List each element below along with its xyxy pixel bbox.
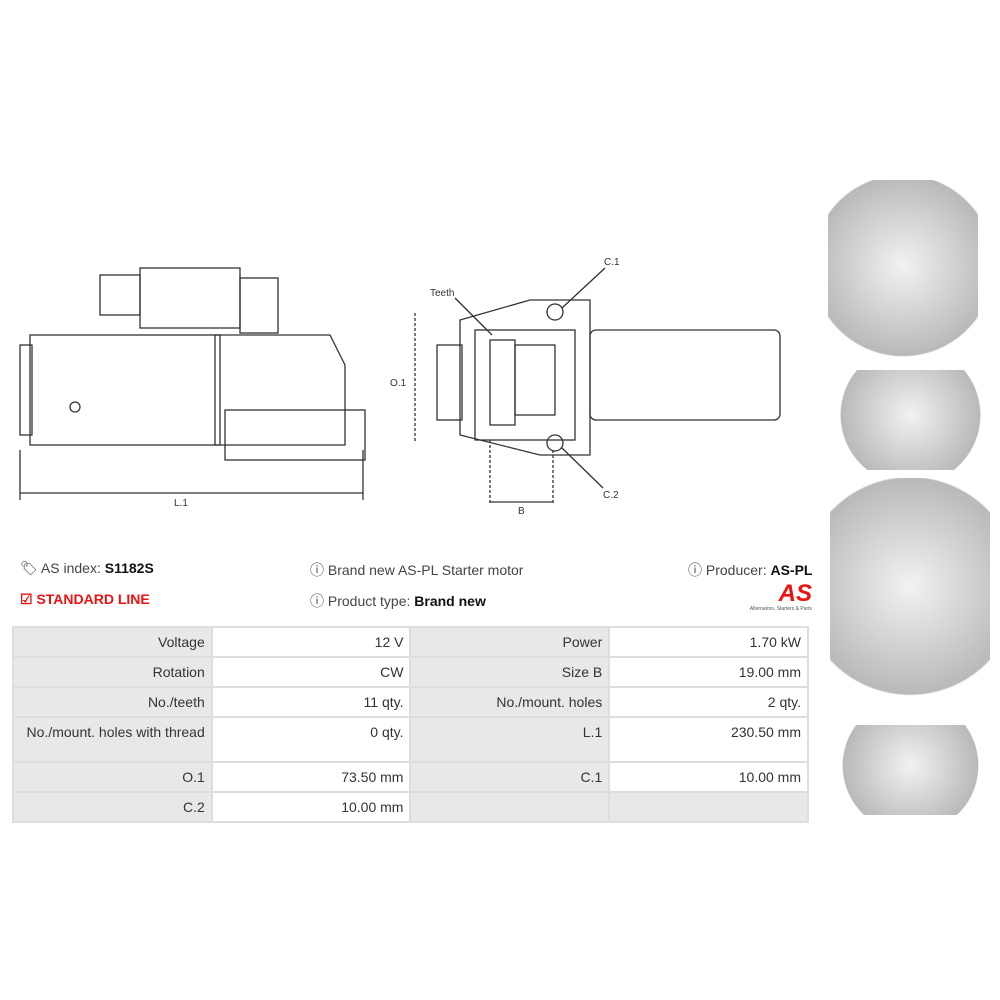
spec-value: 10.00 mm xyxy=(210,791,412,823)
product-type: ⓘ Product type: Brand new xyxy=(310,593,486,609)
spec-value: 0 qty. xyxy=(210,716,412,763)
spec-value: 1.70 kW xyxy=(608,626,809,658)
info-icon: ⓘ xyxy=(310,562,324,578)
producer: ⓘ Producer: AS-PL xyxy=(688,562,813,578)
spec-label: L.1 xyxy=(409,716,611,763)
side-view-drawing: L.1 xyxy=(19,267,366,509)
spec-label: Voltage xyxy=(12,626,213,658)
info-icon: ⓘ xyxy=(688,562,702,578)
spec-label: C.2 xyxy=(12,791,213,823)
spec-value: 11 qty. xyxy=(210,686,412,718)
spec-value: 230.50 mm xyxy=(608,716,809,763)
spec-value: 10.00 mm xyxy=(608,761,809,793)
product-photo-front[interactable] xyxy=(828,180,978,370)
front-view-drawing: Teeth C.1 O.1 B C.2 xyxy=(390,257,781,517)
label-c1: C.1 xyxy=(604,257,620,268)
spec-value: 19.00 mm xyxy=(608,656,809,688)
product-line: ☑ STANDARD LINE xyxy=(20,591,150,607)
label-b: B xyxy=(518,506,525,517)
label-teeth: Teeth xyxy=(430,288,454,299)
checkbox-icon: ☑ xyxy=(20,591,33,607)
spec-label: Rotation xyxy=(12,656,213,688)
spec-label: No./mount. holes xyxy=(409,686,611,718)
product-photo-side[interactable] xyxy=(828,370,993,470)
spec-label: C.1 xyxy=(409,761,611,793)
spec-label xyxy=(409,791,611,823)
label-o1: O.1 xyxy=(390,378,407,389)
spec-label: Size B xyxy=(409,656,611,688)
spec-label: O.1 xyxy=(12,761,213,793)
as-index-value: S1182S xyxy=(104,560,154,576)
label-l1: L.1 xyxy=(174,498,188,509)
spec-value xyxy=(608,791,809,823)
as-logo: AS Alternators, Starters & Parts xyxy=(749,580,812,613)
spec-value: 73.50 mm xyxy=(210,761,412,793)
spec-label: No./teeth xyxy=(12,686,213,718)
spec-label: Power xyxy=(409,626,611,658)
description: ⓘ Brand new AS-PL Starter motor xyxy=(310,562,524,578)
as-index: 🏷 AS index: S1182S xyxy=(20,560,154,576)
spec-value: CW xyxy=(210,656,412,688)
spec-label: No./mount. holes with thread xyxy=(12,716,213,763)
info-icon: ⓘ xyxy=(310,593,324,609)
technical-drawing: L.1 Teeth C.1 O.1 B C.2 xyxy=(19,257,781,517)
spec-value: 2 qty. xyxy=(608,686,809,718)
spec-value: 12 V xyxy=(210,626,412,658)
product-photo-side-2[interactable] xyxy=(828,725,993,815)
product-photo-rear[interactable] xyxy=(830,478,990,718)
label-c2: C.2 xyxy=(603,490,619,501)
tags-icon: 🏷 xyxy=(20,560,38,576)
